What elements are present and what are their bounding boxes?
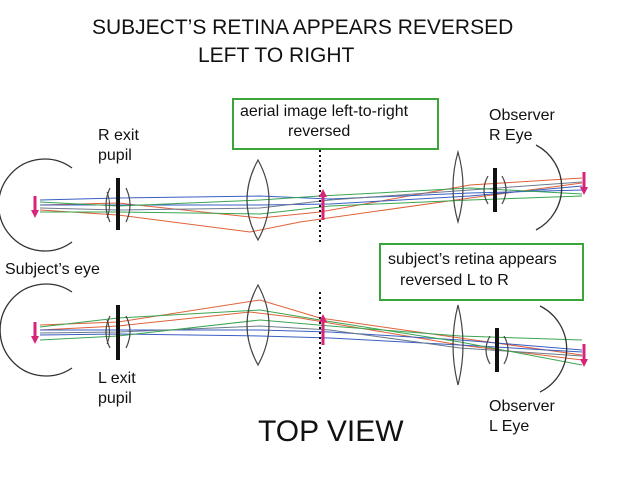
aerial-callout-line-1: aerial image left-to-right <box>240 103 409 120</box>
observer-eye-icon <box>485 305 568 393</box>
r-exit-pupil-label-2: pupil <box>98 147 132 164</box>
r-exit-pupil-label-1: R exit <box>98 127 139 144</box>
top-view-label: TOP VIEW <box>258 415 404 448</box>
bottom-ray-bundle <box>39 299 583 366</box>
exit-pupil-icon <box>105 178 131 230</box>
observer-l-eye-label-1: Observer <box>489 398 555 415</box>
observer-l-eye-label-2: L Eye <box>489 418 530 435</box>
l-exit-pupil-label-1: L exit <box>98 370 136 387</box>
subject-eye-icon <box>0 158 73 252</box>
title-line-2: LEFT TO RIGHT <box>198 44 355 67</box>
lens-icon <box>452 149 464 225</box>
observer-r-eye-label-2: R Eye <box>489 127 533 144</box>
aerial-image-callout <box>232 98 439 150</box>
observer-eye-icon <box>483 144 563 231</box>
lens-icon <box>452 304 464 386</box>
top-ray-bundle <box>39 177 583 233</box>
lens-icon <box>246 283 270 367</box>
observer-r-eye-label-1: Observer <box>489 107 555 124</box>
retina-callout-line-2: reversed L to R <box>400 272 509 289</box>
retina-callout-line-1: subject’s retina appears <box>388 251 557 268</box>
aerial-callout-line-2: reversed <box>288 123 351 140</box>
l-exit-pupil-label-2: pupil <box>98 390 132 407</box>
lens-icon <box>246 158 270 242</box>
subjects-eye-label: Subject’s eye <box>5 261 100 278</box>
retina-reversed-callout <box>379 243 584 301</box>
title-line-1: SUBJECT’S RETINA APPEARS REVERSED <box>92 16 514 39</box>
exit-pupil-icon <box>105 305 131 360</box>
subject-eye-icon <box>0 283 73 377</box>
